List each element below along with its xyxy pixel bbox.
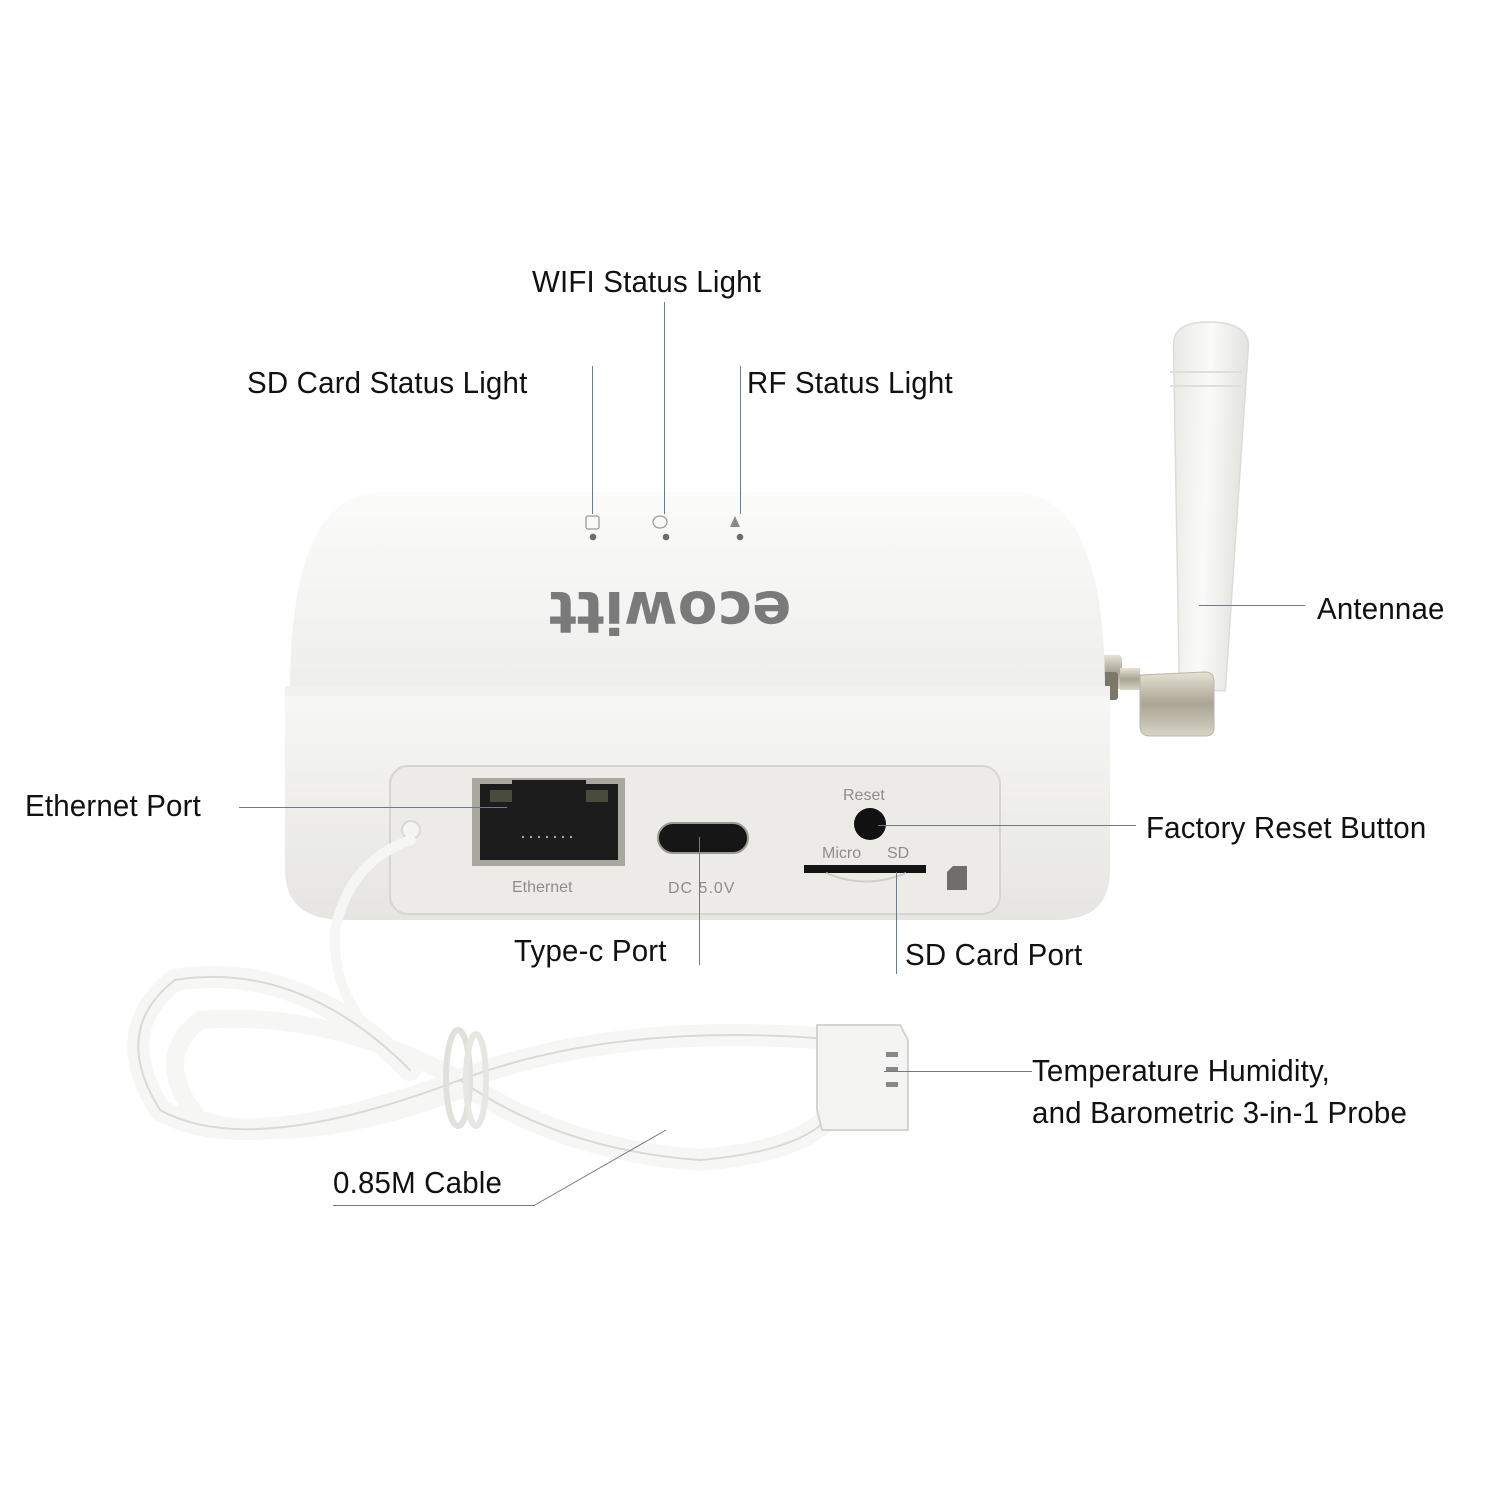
- reset-button[interactable]: [854, 808, 886, 840]
- sd-print: SD: [887, 845, 910, 862]
- rf-leader: [740, 366, 741, 514]
- probe-connector: [816, 1024, 909, 1131]
- ethernet-print: Ethernet: [512, 879, 573, 896]
- type-c-leader: [699, 837, 700, 965]
- ethernet-port: [472, 778, 625, 866]
- micro-print: Micro: [822, 845, 862, 862]
- sd-light-leader: [592, 366, 593, 514]
- ethernet-leader: [239, 807, 507, 808]
- sd-slot: [804, 865, 926, 873]
- gateway-body: [285, 492, 1110, 920]
- ethernet-port-label: Ethernet Port: [25, 788, 202, 823]
- sd-card-status-light-label: SD Card Status Light: [247, 365, 528, 400]
- reset-print: Reset: [843, 787, 885, 804]
- signal-antenna-icon: [730, 516, 740, 527]
- ecowitt-logo: ecowitt: [549, 578, 791, 646]
- microsd-icon: [947, 866, 967, 890]
- probe-label-line1: Temperature Humidity,: [1032, 1053, 1331, 1088]
- wifi-status-light-label: WIFI Status Light: [532, 264, 762, 299]
- type-c-port-label: Type-c Port: [514, 933, 667, 968]
- usb-c-port: [657, 822, 749, 854]
- sd-card-port-label: SD Card Port: [905, 937, 1083, 972]
- globe-icon: [652, 515, 668, 529]
- probe-leader: [884, 1071, 1032, 1072]
- cable-label: 0.85M Cable: [333, 1165, 503, 1200]
- antennae-leader: [1199, 605, 1305, 606]
- sd-card-icon: [585, 515, 600, 530]
- sd-port-leader: [896, 872, 897, 974]
- status-lights: [585, 515, 744, 541]
- wifi-leader: [664, 302, 665, 514]
- probe-cable: [127, 820, 851, 1172]
- factory-reset-button-label: Factory Reset Button: [1146, 810, 1427, 845]
- probe-label-line2: and Barometric 3-in-1 Probe: [1032, 1095, 1408, 1130]
- cable-leader: [333, 1205, 535, 1206]
- antenna: [1082, 321, 1250, 737]
- antennae-label: Antennae: [1317, 591, 1445, 626]
- rf-status-light-label: RF Status Light: [747, 365, 953, 400]
- reset-leader: [878, 825, 1136, 826]
- dc-print: DC 5.0V: [668, 880, 736, 897]
